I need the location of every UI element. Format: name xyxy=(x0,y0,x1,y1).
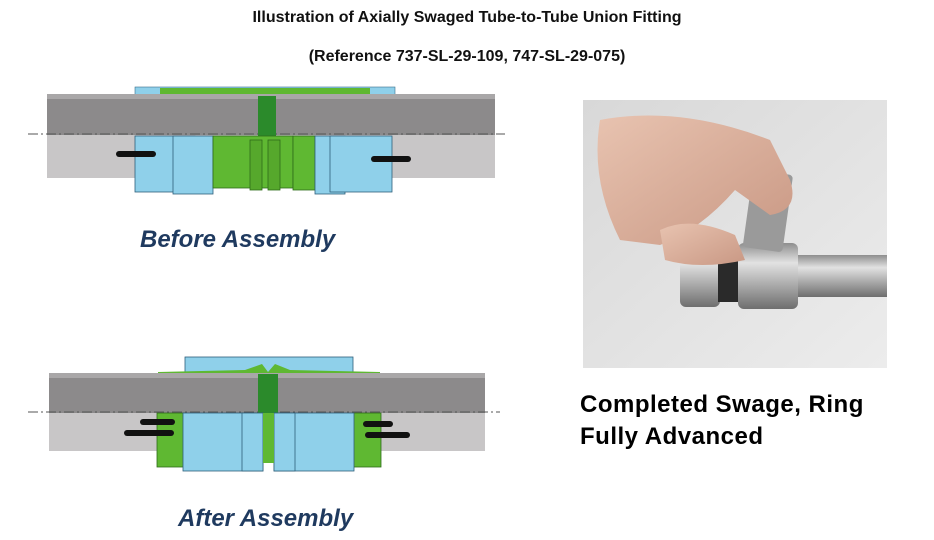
after-assembly-caption: After Assembly xyxy=(178,505,354,532)
photo-caption-line2: Fully Advanced xyxy=(580,423,764,450)
before-assembly-caption: Before Assembly xyxy=(140,226,336,253)
photo-caption-line1: Completed Swage, Ring xyxy=(580,391,864,418)
reference-subtitle: (Reference 737-SL-29-109, 747-SL-29-075) xyxy=(308,48,626,65)
after-assembly-diagram xyxy=(28,356,500,472)
completed-swage-photo xyxy=(583,100,887,368)
before-assembly-diagram xyxy=(28,86,505,195)
page-title: Illustration of Axially Swaged Tube-to-T… xyxy=(252,9,682,26)
